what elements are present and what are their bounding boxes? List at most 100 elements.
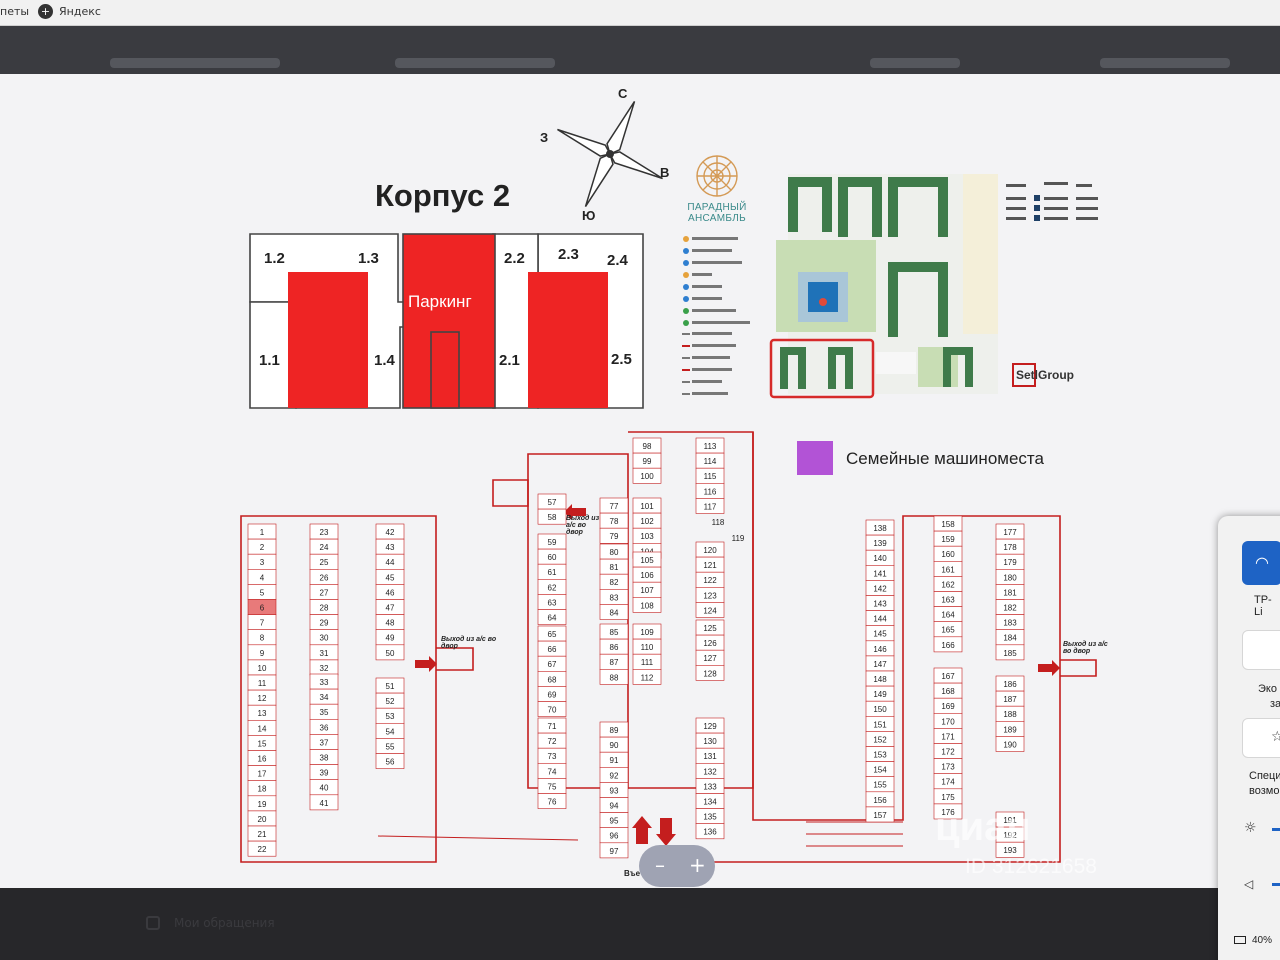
- schedule-table: [1006, 182, 1098, 221]
- parking-spot-number: 37: [320, 738, 329, 747]
- parking-spot-number: 191: [1003, 816, 1017, 825]
- parking-spot[interactable]: [995, 644, 1025, 661]
- parking-spot[interactable]: [599, 842, 629, 859]
- my-requests-link[interactable]: Мои обращения: [174, 916, 275, 930]
- parking-spot-number: 168: [941, 687, 955, 696]
- parking-spot-number: 56: [386, 758, 395, 767]
- parking-spot-number: 171: [941, 732, 955, 741]
- parking-spot-number: 141: [873, 569, 887, 578]
- parking-spot-number: 130: [703, 737, 717, 746]
- parking-spot[interactable]: [695, 498, 725, 514]
- parking-spot[interactable]: [247, 840, 277, 857]
- parking-spot-number: 114: [704, 457, 717, 466]
- parking-spot-number: 188: [1003, 710, 1017, 719]
- site-plan-map: [769, 174, 998, 399]
- parking-spot-number: 116: [704, 487, 717, 496]
- parking-spot-number: 91: [610, 756, 619, 765]
- parking-spot-number: 9: [260, 649, 265, 658]
- parking-spot[interactable]: [537, 609, 567, 625]
- parking-spot[interactable]: [933, 636, 963, 653]
- parking-spot[interactable]: [632, 597, 662, 613]
- parking-spot-number: 117: [704, 502, 717, 511]
- compass-icon: [557, 101, 663, 207]
- parking-spot[interactable]: [375, 644, 405, 661]
- energy-saver-toggle[interactable]: [1242, 630, 1280, 670]
- parking-spot-number: 22: [258, 845, 267, 854]
- parking-spot[interactable]: [599, 604, 629, 620]
- parking-spot-number: 72: [548, 737, 557, 746]
- parking-floor-plan: 1234567891011121314151617181920212223242…: [240, 431, 1097, 863]
- parking-spot[interactable]: [695, 665, 725, 681]
- parking-spot-number: 142: [873, 584, 887, 593]
- parking-spot[interactable]: [865, 806, 895, 823]
- parking-spot-number: 157: [873, 811, 887, 820]
- parking-spot-number: 40: [320, 784, 329, 793]
- parking-spot-number: 173: [941, 763, 955, 772]
- accessibility-toggle[interactable]: ☆: [1242, 718, 1280, 758]
- volume-slider[interactable]: [1272, 883, 1280, 886]
- parking-spot[interactable]: [995, 736, 1025, 752]
- parking-spot-number: 77: [610, 502, 619, 511]
- parking-spot-number: 179: [1003, 558, 1017, 567]
- developer-name: SetlGroup: [1016, 368, 1075, 382]
- parking-spot-number: 42: [386, 528, 395, 537]
- zoom-control: – +: [639, 845, 715, 887]
- zoom-out-button[interactable]: –: [655, 853, 665, 877]
- parking-spot-number: 57: [548, 498, 557, 507]
- parking-spot-number: 30: [320, 634, 329, 643]
- parking-spot[interactable]: [933, 803, 963, 820]
- special-label-2: возмо: [1249, 785, 1280, 797]
- wifi-toggle[interactable]: ◠: [1242, 541, 1280, 585]
- parking-spot-number: 113: [704, 442, 717, 451]
- bookmark-yandex[interactable]: Яндекс: [59, 5, 101, 18]
- parking-spot[interactable]: [375, 753, 405, 769]
- parking-spot-number: 15: [258, 739, 267, 748]
- family-spaces-legend: Семейные машиноместа: [846, 449, 1044, 468]
- parking-spot[interactable]: [695, 602, 725, 618]
- parking-spot[interactable]: [995, 841, 1025, 858]
- parking-spot-number: 12: [258, 694, 267, 703]
- parking-spot-number: 74: [548, 767, 557, 776]
- parking-spot-number: 186: [1003, 680, 1017, 689]
- parking-spot[interactable]: [537, 701, 567, 717]
- bookmark-partial[interactable]: петы: [0, 5, 30, 18]
- parking-spot[interactable]: [537, 793, 567, 809]
- parking-spot-number: 6: [260, 604, 265, 613]
- parking-spot-number: 115: [704, 472, 717, 481]
- parking-spot-number: 86: [610, 643, 619, 652]
- parking-spot-number: 190: [1003, 740, 1017, 749]
- parking-spot-number: 67: [548, 660, 557, 669]
- parking-spot-number: 122: [703, 576, 717, 585]
- zoom-in-button[interactable]: +: [689, 853, 706, 877]
- parking-spot-number: 4: [260, 573, 265, 582]
- parking-spot[interactable]: [599, 669, 629, 685]
- parking-spot-number: 105: [640, 556, 654, 565]
- exit-label: Выход из а/с во двор: [441, 636, 497, 650]
- brightness-slider[interactable]: [1272, 828, 1280, 831]
- parking-spot-number: 129: [703, 722, 717, 731]
- parking-spot[interactable]: [695, 823, 725, 840]
- parking-spot-number: 184: [1003, 634, 1017, 643]
- parking-spot-number: 120: [703, 546, 717, 555]
- parking-spot-number: 167: [941, 672, 955, 681]
- parking-spot[interactable]: [599, 527, 629, 544]
- parking-spot-number: 134: [703, 798, 717, 807]
- parking-spot-number: 38: [320, 754, 329, 763]
- parking-spot-number: 66: [548, 645, 557, 654]
- parking-spot-number: 52: [386, 697, 395, 706]
- parking-spot-number: 164: [941, 611, 955, 620]
- parking-spot-number: 44: [386, 558, 395, 567]
- parking-spot[interactable]: [632, 467, 662, 484]
- parking-spot-number: 8: [260, 634, 265, 643]
- section-label: 1.3: [358, 250, 379, 267]
- section-label: 2.4: [607, 252, 628, 269]
- parking-spot[interactable]: [309, 794, 339, 811]
- parking-spot[interactable]: [537, 508, 567, 525]
- parking-spot-number: 103: [640, 532, 654, 541]
- parking-spot[interactable]: [632, 669, 662, 685]
- parking-spot-number: 35: [320, 708, 329, 717]
- parking-spot-number: 177: [1003, 528, 1017, 537]
- site-legend: [682, 236, 750, 395]
- parking-spot-number: 140: [873, 554, 887, 563]
- parking-spot-number: 155: [873, 781, 887, 790]
